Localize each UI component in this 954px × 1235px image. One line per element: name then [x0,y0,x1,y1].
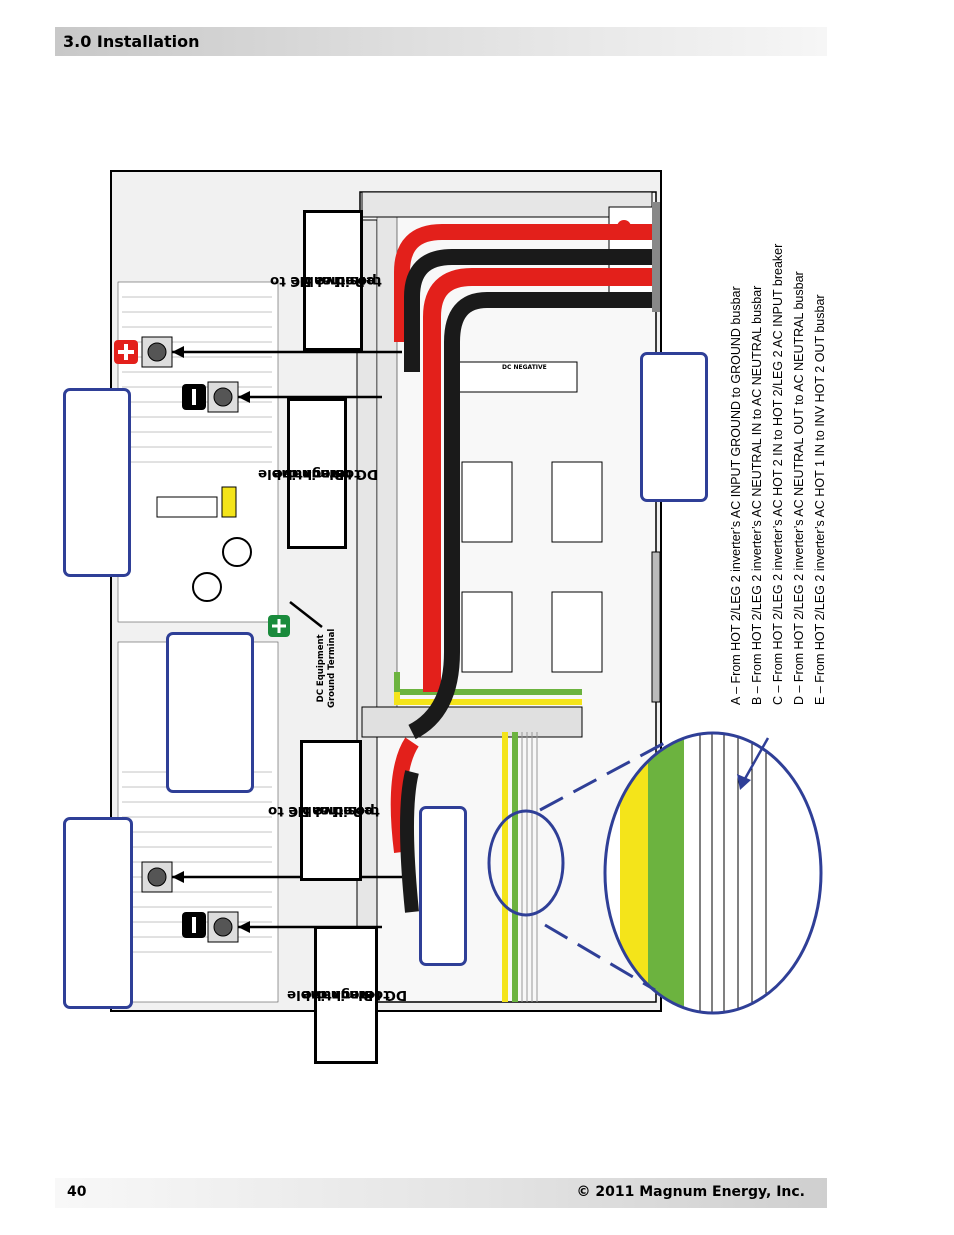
callout-bottom-black-cable: Black cable to negative DC terminal [287,926,407,1064]
legend-item-b: B – From HOT 2/LEG 2 inverter’s AC NEUTR… [750,285,764,705]
page-number: 40 [67,1184,87,1200]
copyright-text: © 2011 Magnum Energy, Inc. [576,1184,805,1200]
blank-label-box-4 [419,806,467,966]
callout-bottom-black-line-3: DC terminal [316,987,408,1003]
dc-ground-terminal-label: DC Equipment Ground Terminal [316,629,338,708]
legend-item-c: C – From HOT 2/LEG 2 inverter’s AC HOT 2… [771,243,785,705]
section-title: 3.0 Installation [63,32,200,51]
dc-negative-label: DC NEGATIVE [502,364,547,371]
dc-ground-label-line-1: DC Equipment [316,634,326,703]
wiring-diagram: DC NEGATIVE [110,170,662,1012]
dc-terminal-group [141,336,239,943]
legend-item-a: A – From HOT 2/LEG 2 inverter’s AC INPUT… [729,286,743,705]
section-header-bar: 3.0 Installation [55,27,827,56]
dc-ground-label-line-2: Ground Terminal [327,628,337,708]
callout-bottom-red-cable: Red cable to positive DC terminal [268,740,379,881]
page-footer-bar: 40 © 2011 Magnum Energy, Inc. [55,1178,827,1208]
blank-label-box-1 [63,388,131,577]
blank-label-box-2 [166,632,254,793]
legend-item-d: D – From HOT 2/LEG 2 inverter’s AC NEUTR… [792,271,806,705]
legend-item-e: E – From HOT 2/LEG 2 inverter’s AC HOT 1… [813,294,827,705]
callout-top-black-line-3: DC terminal [287,465,379,482]
blank-label-box-3 [63,817,133,1009]
callout-bottom-red-line-3: terminal [314,802,380,819]
callout-top-black-cable: Black cable to negative DC terminal [258,398,378,549]
wiring-diagram-graphic: DC NEGATIVE [114,191,660,1010]
callout-top-red-cable: Red cable to positive DC terminal [270,210,381,351]
callout-top-red-line-3: terminal [316,272,382,289]
blank-label-box-5 [640,352,708,502]
